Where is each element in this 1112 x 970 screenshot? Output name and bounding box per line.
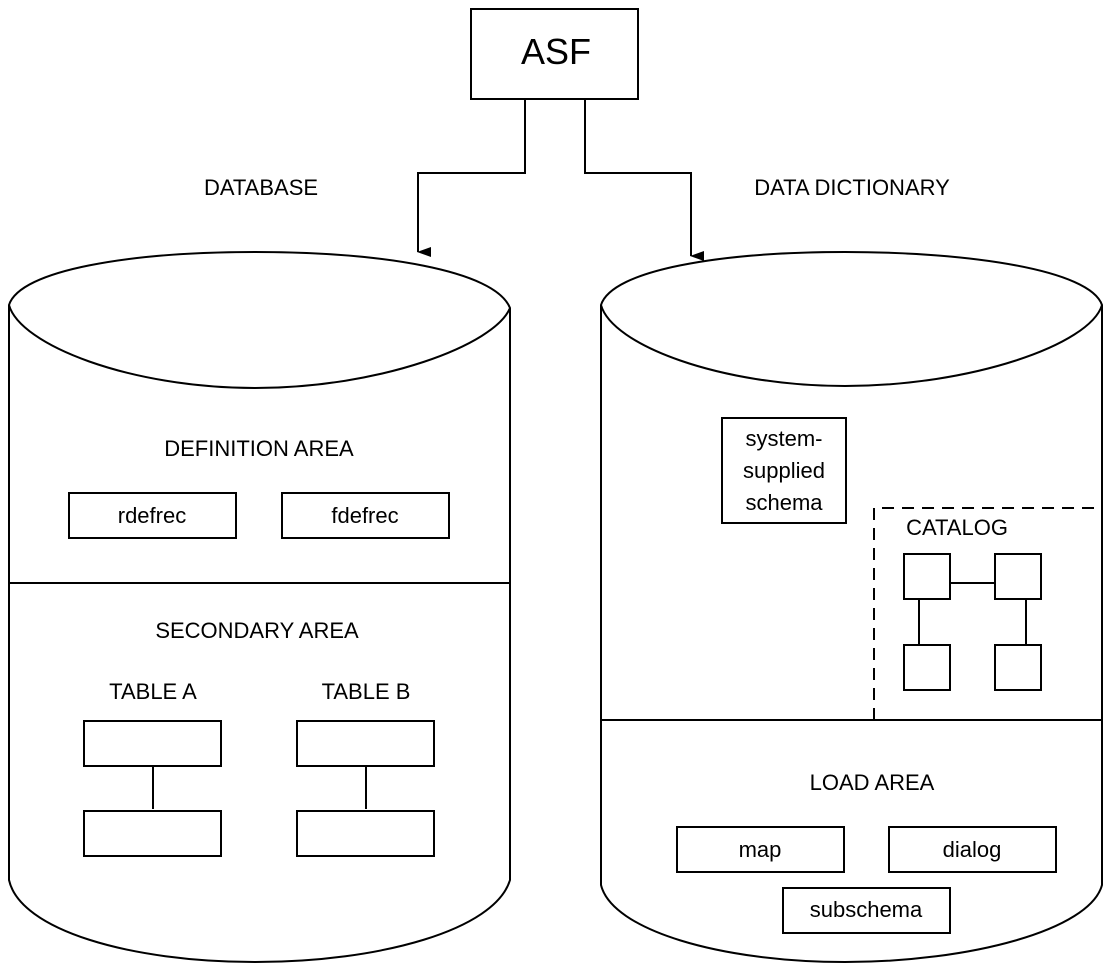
table-a-record-2 — [83, 810, 222, 857]
database-cylinder-body — [8, 305, 511, 964]
database-label: DATABASE — [204, 175, 318, 200]
subschema-label: subschema — [810, 897, 923, 922]
data-dictionary-cylinder-body — [600, 305, 1103, 964]
schema-line-3: schema — [745, 490, 823, 515]
database-cylinder-top — [7, 250, 512, 390]
map-box — [676, 826, 845, 873]
catalog: CATALOG — [873, 507, 1102, 720]
asf-node: ASF — [470, 8, 639, 100]
table-a-record-1 — [83, 720, 222, 767]
load-area-label: LOAD AREA — [810, 770, 935, 795]
definition-area-label: DEFINITION AREA — [164, 436, 354, 461]
catalog-boundary — [873, 507, 1102, 720]
schema-line-1: system- — [746, 426, 823, 451]
catalog-label: CATALOG — [906, 515, 1008, 540]
connector-to-data-dictionary — [584, 99, 704, 261]
subschema-box — [782, 887, 951, 934]
asf-label: ASF — [521, 31, 591, 72]
table-b-record-2 — [296, 810, 435, 857]
schema-line-2: supplied — [743, 458, 825, 483]
table-b-label: TABLE B — [322, 679, 411, 704]
dialog-box — [888, 826, 1057, 873]
system-supplied-schema: system- supplied schema — [721, 417, 847, 524]
table-b-record-1 — [296, 720, 435, 767]
data-dictionary-cylinder: system- supplied schema CATALOG LOAD ARE… — [599, 250, 1104, 964]
arrow-to-data-dictionary — [584, 99, 704, 261]
connector-to-database — [417, 99, 526, 257]
schema-box — [721, 417, 847, 524]
dialog-label: dialog — [943, 837, 1002, 862]
data-dictionary-label: DATA DICTIONARY — [754, 175, 950, 200]
catalog-node-3 — [903, 644, 951, 691]
rdefrec-label: rdefrec — [118, 503, 186, 528]
catalog-node-1 — [903, 553, 951, 600]
table-a-label: TABLE A — [109, 679, 197, 704]
map-label: map — [739, 837, 782, 862]
catalog-node-2 — [994, 553, 1042, 600]
data-dictionary-cylinder-top — [599, 250, 1104, 388]
arrow-to-database — [417, 99, 526, 257]
fdefrec-label: fdefrec — [331, 503, 398, 528]
table-a: TABLE A — [83, 679, 222, 857]
database-cylinder: DEFINITION AREA rdefrec fdefrec SECONDAR… — [7, 250, 512, 964]
secondary-area-label: SECONDARY AREA — [155, 618, 359, 643]
table-b: TABLE B — [296, 679, 435, 857]
fdefrec-box — [281, 492, 450, 539]
catalog-node-4 — [994, 644, 1042, 691]
asf-box — [470, 8, 639, 100]
rdefrec-box — [68, 492, 237, 539]
